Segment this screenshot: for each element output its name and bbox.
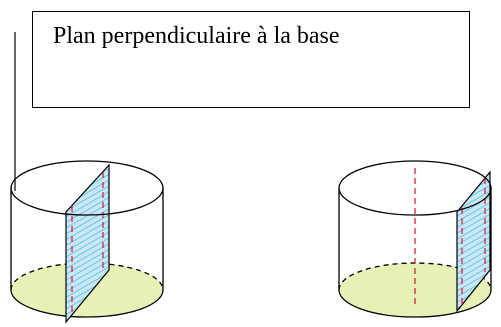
top-ellipse bbox=[338, 160, 492, 216]
top-ellipse bbox=[10, 160, 164, 216]
caption-box: Plan perpendiculaire à la base bbox=[32, 11, 470, 108]
section-plane bbox=[456, 170, 491, 313]
base-front-edge bbox=[10, 289, 164, 318]
cylinder-right bbox=[338, 160, 492, 318]
section-plane bbox=[65, 163, 110, 324]
caption-text: Plan perpendiculaire à la base bbox=[53, 23, 340, 49]
cylinder-left bbox=[10, 160, 164, 324]
base-front-edge bbox=[338, 289, 492, 318]
